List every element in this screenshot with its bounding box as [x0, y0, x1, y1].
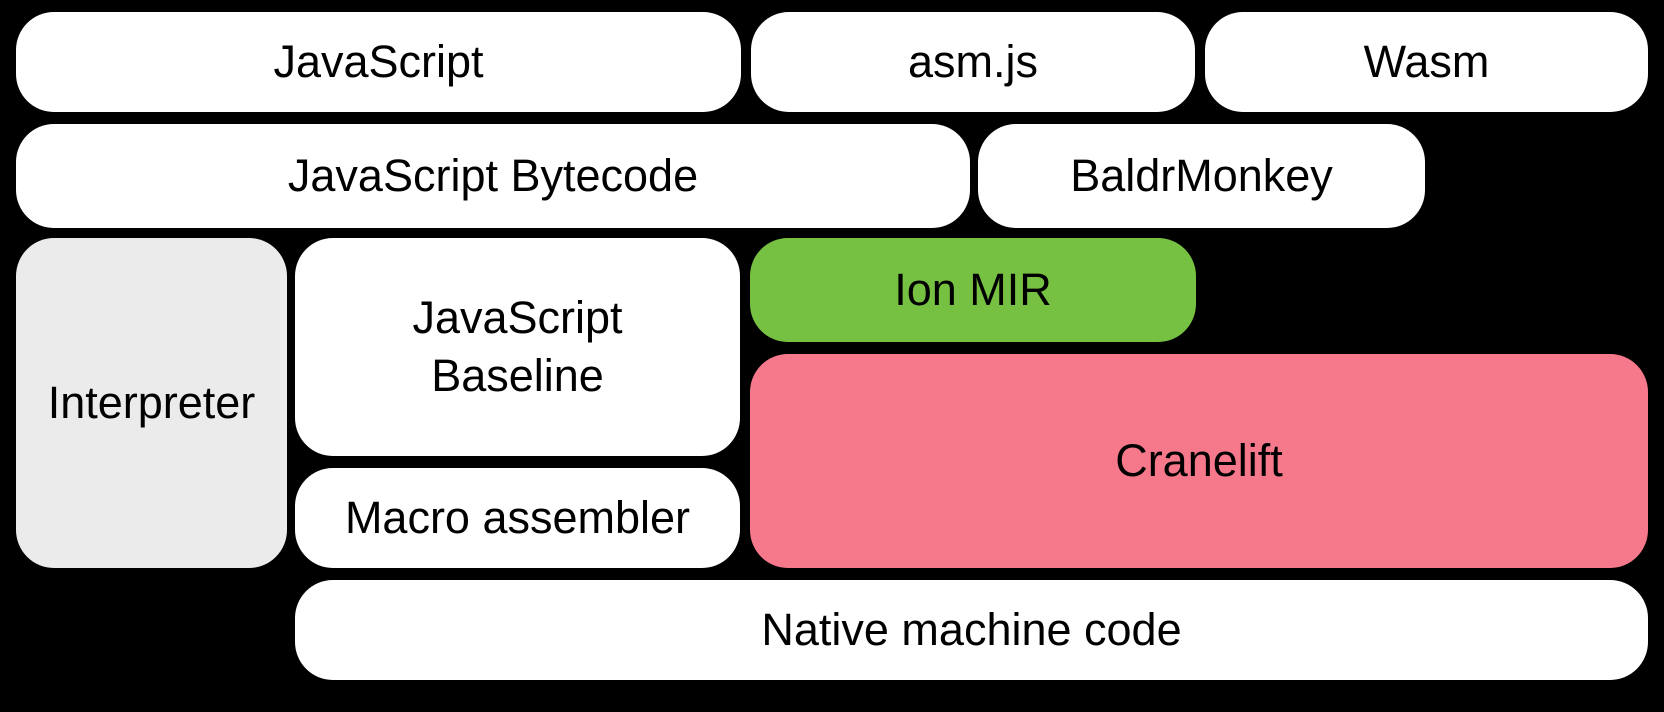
box-cranelift: Cranelift: [750, 354, 1648, 568]
box-interpreter: Interpreter: [16, 238, 287, 568]
box-macro-assembler: Macro assembler: [295, 468, 740, 568]
box-javascript-bytecode: JavaScript Bytecode: [16, 124, 970, 228]
box-ion-mir: Ion MIR: [750, 238, 1196, 342]
box-wasm: Wasm: [1205, 12, 1648, 112]
box-javascript: JavaScript: [16, 12, 741, 112]
box-baldrmonkey: BaldrMonkey: [978, 124, 1425, 228]
box-asmjs: asm.js: [751, 12, 1195, 112]
box-javascript-baseline: JavaScript Baseline: [295, 238, 740, 456]
box-native-machine-code: Native machine code: [295, 580, 1648, 680]
